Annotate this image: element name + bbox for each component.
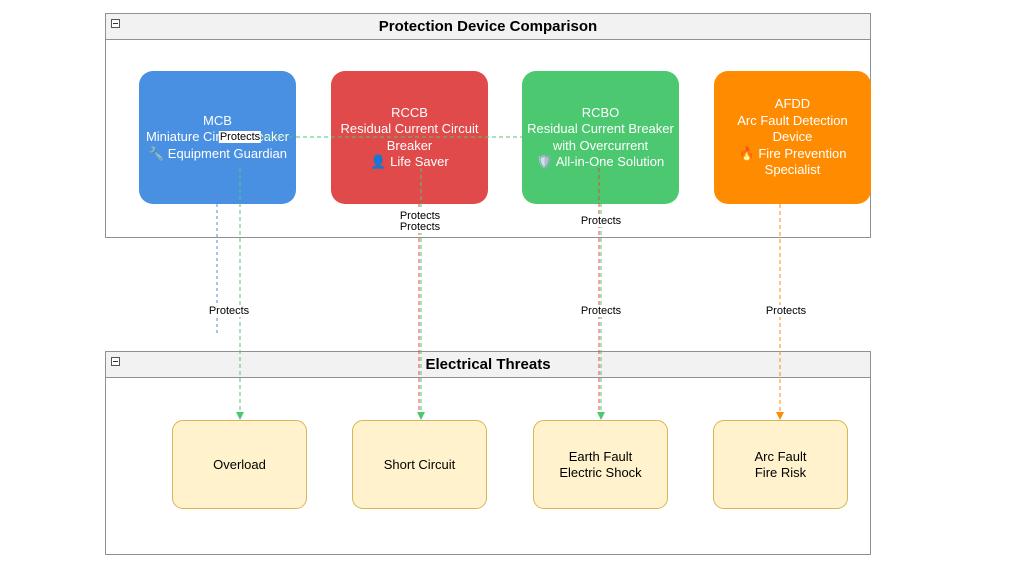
device-line: MCB: [203, 112, 232, 128]
edge-label: Protects: [579, 215, 623, 227]
threat-line: Electric Shock: [559, 464, 642, 480]
collapse-icon[interactable]: [111, 19, 120, 28]
device-line: Residual Current Circuit: [340, 121, 479, 136]
edge-label: Protects: [218, 131, 262, 143]
device-node-rcbo[interactable]: RCBO Residual Current Breaker with Overc…: [522, 71, 679, 204]
device-line: 🛡️ All-in-One Solution: [536, 154, 665, 169]
threats-group-title: Electrical Threats: [425, 356, 551, 373]
threat-node-short-circuit[interactable]: Short Circuit: [352, 420, 487, 509]
threats-group-header: Electrical Threats: [106, 352, 870, 378]
device-line: RCBO: [581, 104, 620, 120]
device-line: 🔧 Equipment Guardian: [147, 145, 288, 161]
device-line: RCCB: [391, 104, 428, 120]
threat-line: Arc Fault: [754, 448, 807, 464]
device-line: Residual Current Breaker: [527, 121, 674, 136]
edge-label: Protects: [579, 305, 623, 317]
devices-group-header: Protection Device Comparison: [106, 14, 870, 40]
device-line: with Overcurrent: [552, 137, 649, 153]
threat-node-overload[interactable]: Overload: [172, 420, 307, 509]
device-node-mcb[interactable]: MCB Miniature Circuit Breaker 🔧 Equipmen…: [139, 71, 296, 204]
edge-label: Protects: [398, 210, 442, 222]
threat-line: Short Circuit: [383, 456, 456, 472]
device-line: Device: [772, 129, 813, 145]
edge-label: Protects: [207, 305, 251, 317]
threat-line: Earth Fault: [568, 448, 633, 464]
devices-group-title: Protection Device Comparison: [378, 18, 598, 35]
threat-node-arc-fault[interactable]: Arc Fault Fire Risk: [713, 420, 848, 509]
threat-node-earth-fault[interactable]: Earth Fault Electric Shock: [533, 420, 668, 509]
device-line: 🔥 Fire Prevention: [738, 145, 847, 161]
device-node-rccb[interactable]: RCCB Residual Current Circuit Breaker 👤 …: [331, 71, 488, 204]
device-node-afdd[interactable]: AFDD Arc Fault Detection Device 🔥 Fire P…: [714, 71, 871, 204]
edge-label: Protects: [398, 221, 442, 233]
device-line: Arc Fault Detection: [737, 112, 848, 128]
device-line: Specialist: [764, 162, 821, 178]
collapse-icon[interactable]: [111, 357, 120, 366]
device-line: Miniature Circuit Breaker: [145, 129, 290, 145]
threat-line: Overload: [213, 456, 266, 472]
device-line: 👤 Life Saver: [370, 154, 449, 169]
threat-line: Fire Risk: [754, 464, 807, 480]
edge-label: Protects: [764, 305, 808, 317]
device-line: Breaker: [386, 137, 433, 153]
device-line: AFDD: [774, 96, 811, 112]
